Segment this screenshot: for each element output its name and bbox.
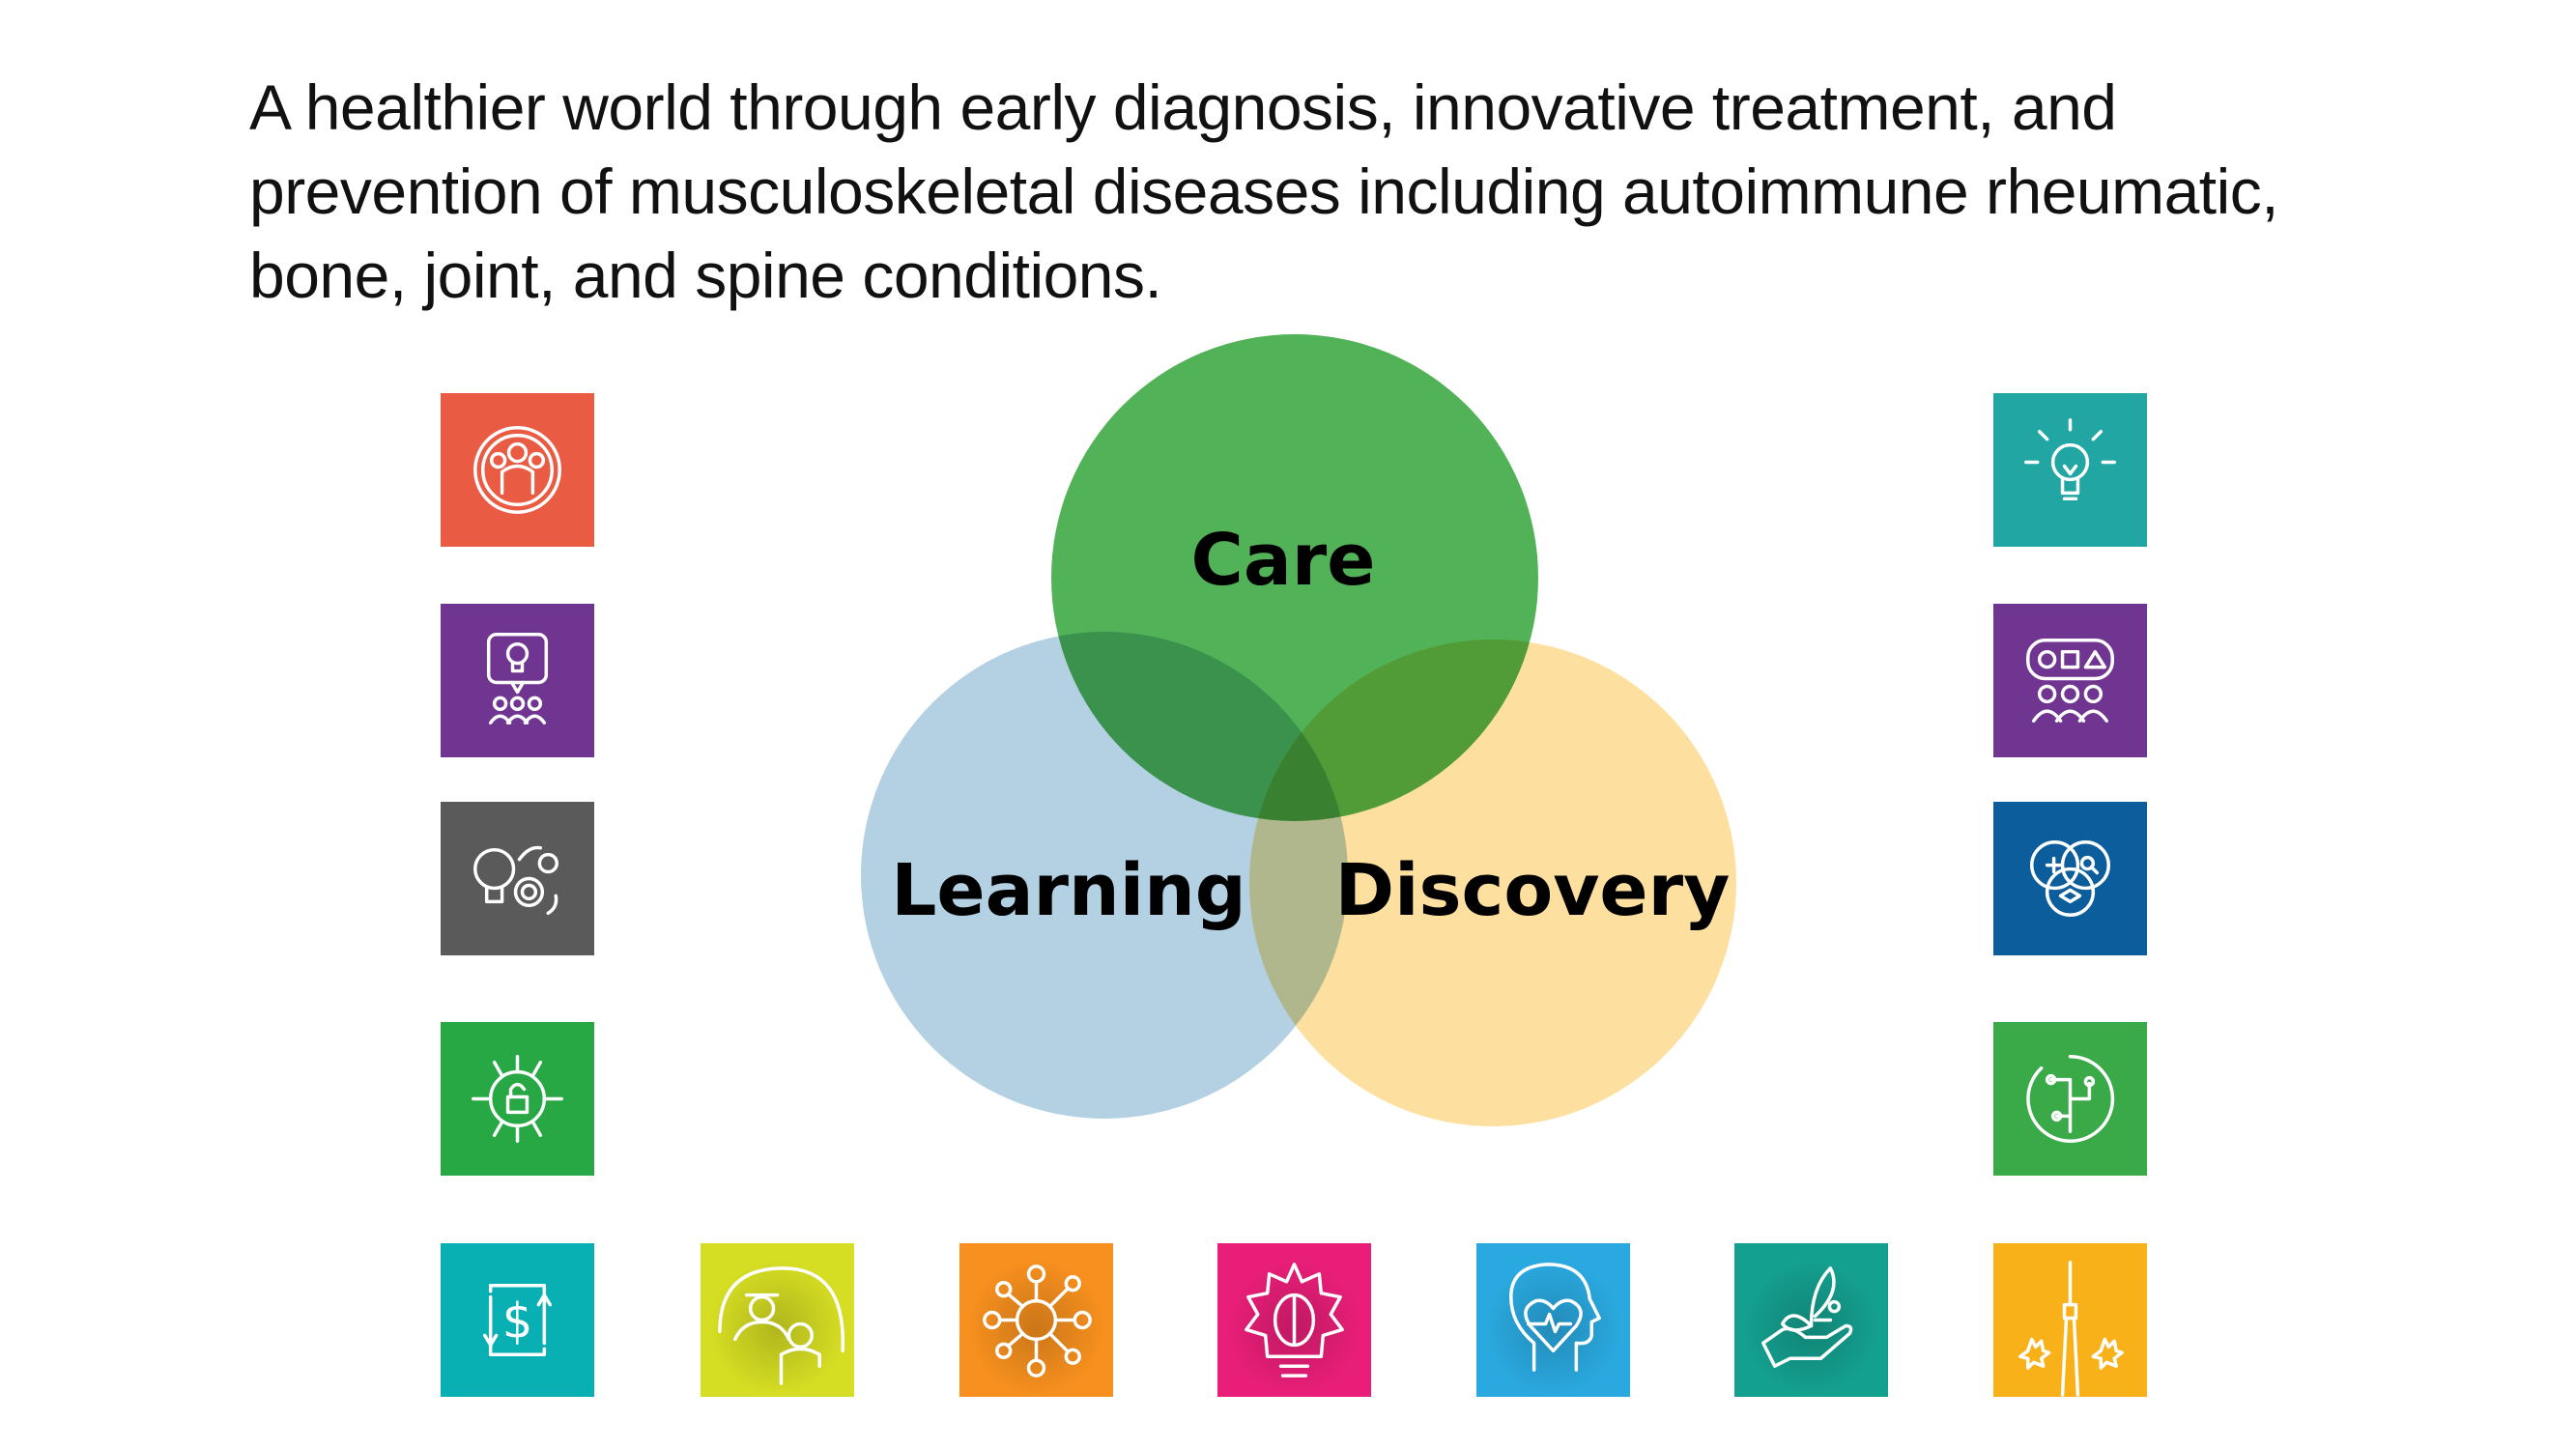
discovery-label: Discovery	[1334, 849, 1731, 932]
headline-line: prevention of musculoskeletal diseases i…	[249, 156, 2279, 227]
hand-plant-icon	[1761, 1266, 1853, 1368]
tile-network-hub	[959, 1243, 1113, 1397]
graduate-mentor-icon	[718, 1266, 844, 1385]
tile-hand-plant	[1734, 1243, 1888, 1397]
venn-care-discovery-learning-icon	[2030, 839, 2110, 918]
headline-line: bone, joint, and spine conditions.	[249, 240, 1162, 311]
tile-shapes-team	[1993, 604, 2147, 757]
tile-idea-audience	[441, 604, 594, 757]
cn-tower-maple-icon	[2018, 1261, 2124, 1397]
idea-audience-icon	[486, 633, 549, 724]
lightbulb-icon	[2024, 418, 2116, 501]
tile-dollar-cycle: $	[441, 1243, 594, 1397]
network-lock-icon	[472, 1055, 563, 1143]
care-circle	[1051, 334, 1538, 821]
tile-head-heart	[1476, 1243, 1630, 1397]
shapes-team-icon	[2026, 639, 2114, 723]
circuit-globe-icon	[2026, 1055, 2115, 1143]
tile-lightbulb-gears	[441, 802, 594, 955]
headline: A healthier world through early diagnosi…	[249, 66, 2472, 318]
people-cycle-icon	[473, 426, 561, 514]
headline-line: A healthier world through early diagnosi…	[249, 71, 2117, 143]
tile-circuit-globe	[1993, 1022, 2147, 1176]
tile-graduate-mentor	[701, 1243, 854, 1397]
brain-lightbulb-icon	[1245, 1263, 1344, 1378]
head-heart-icon	[1509, 1263, 1601, 1372]
svg-text:$: $	[502, 1293, 533, 1349]
tile-lightbulb	[1993, 393, 2147, 547]
care-label: Care	[1190, 519, 1376, 602]
tile-brain-lightbulb	[1217, 1243, 1371, 1397]
tile-people-cycle	[441, 393, 594, 547]
lightbulb-gears-icon	[473, 845, 558, 916]
network-hub-icon	[983, 1264, 1092, 1378]
tile-network-lock	[441, 1022, 594, 1176]
tile-cn-tower-maple	[1993, 1243, 2147, 1397]
dollar-cycle-icon: $	[482, 1283, 553, 1357]
tile-venn-care-discovery-learning	[1993, 802, 2147, 955]
learning-label: Learning	[891, 849, 1246, 932]
